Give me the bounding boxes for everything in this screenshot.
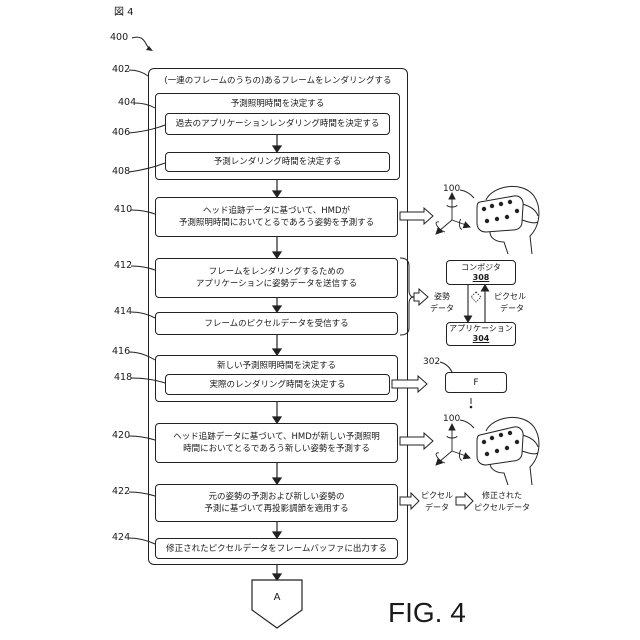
- hmd-ref-numeral-2: 100: [443, 414, 460, 424]
- figure-label: 図 4: [114, 8, 134, 18]
- pose-data-arrow-down: [465, 285, 472, 322]
- step-422-line-2: 予測に基づいて再投影調節を適用する: [204, 503, 348, 515]
- ref-numeral-406: 406: [112, 128, 130, 138]
- step-420-line-2: 時間においてとるであろう新しい姿勢を予測する: [183, 443, 370, 455]
- step-410-box: ヘッド追跡データに基づいて、HMDが 予測照明時間においてとるであろう姿勢を予測…: [155, 197, 398, 237]
- step-406-text: 過去のアプリケーションレンダリング時間を決定する: [176, 118, 380, 130]
- leader-100-a: [460, 190, 474, 198]
- step-412-line-1: フレームをレンダリングするための: [209, 266, 345, 278]
- step-412-box: フレームをレンダリングするための アプリケーションに姿勢データを送信する: [155, 258, 398, 298]
- step-424-text: 修正されたピクセルデータをフレームバッファに出力する: [166, 543, 387, 555]
- step-412-line-2: アプリケーションに姿勢データを送信する: [196, 278, 357, 290]
- compositor-ref: 308: [473, 273, 490, 283]
- ref-numeral-418: 418: [114, 373, 132, 383]
- hmd-head-illustration-1: [436, 186, 539, 254]
- arrowhead-400: [146, 46, 153, 51]
- figure-caption: FIG. 4: [388, 598, 466, 628]
- leader-400: [132, 37, 151, 50]
- ref-numeral-424: 424: [112, 533, 130, 543]
- off-page-connector: [252, 580, 302, 628]
- hmd-device: [477, 427, 523, 465]
- application-label: アプリケーション: [449, 324, 513, 334]
- hmd-device: [477, 196, 523, 232]
- head-outline: [486, 186, 539, 254]
- connector-label: A: [274, 592, 281, 604]
- step-410-line-2: 予測照明時間においてとるであろう姿勢を予測する: [179, 217, 374, 229]
- flow-arrow-to-connector: [273, 565, 281, 580]
- ref-numeral-414: 414: [114, 307, 132, 317]
- block-arrow-bracket-to-compositor: [414, 289, 428, 305]
- leader-402: [129, 70, 148, 76]
- step-420-line-1: ヘッド追跡データに基づいて、HMDが新しい予測照明: [173, 431, 380, 443]
- ref-numeral-412: 412: [114, 261, 132, 271]
- pose-data-label-line-1: 姿勢: [434, 292, 450, 302]
- step-414-box: フレームのピクセルデータを受信する: [155, 312, 398, 335]
- ref-numeral-404: 404: [118, 98, 136, 108]
- compositor-label: コンポジタ: [461, 263, 501, 273]
- hmd-sensor-dots: [482, 200, 519, 223]
- ref-numeral-408: 408: [112, 167, 130, 177]
- leader-100-b: [460, 420, 474, 428]
- hmd-head-illustration-2: [436, 417, 539, 485]
- step-420-box: ヘッド追跡データに基づいて、HMDが新しい予測照明 時間においてとるであろう新し…: [155, 423, 398, 463]
- ref-numeral-420: 420: [112, 431, 130, 441]
- hmd-ref-numeral-1: 100: [443, 184, 460, 194]
- pixel-data-arrow-up: [482, 285, 489, 322]
- step-418-text: 実際のレンダリング時間を決定する: [209, 379, 345, 391]
- output-pixel-data-line-1: ピクセル: [421, 491, 453, 501]
- application-box: アプリケーション 304: [446, 322, 516, 346]
- figure-ref-numeral: 400: [110, 33, 128, 43]
- outer-process-title: (一連のフレームのうちの)あるフレームをレンダリングする: [164, 75, 391, 87]
- compositor-box: コンポジタ 308: [446, 260, 516, 285]
- pose-data-label-line-2: データ: [430, 304, 454, 314]
- leader-302: [440, 362, 452, 372]
- exchange-diamond-marker: [471, 292, 481, 302]
- ref-numeral-422: 422: [112, 487, 130, 497]
- step-424-box: 修正されたピクセルデータをフレームバッファに出力する: [155, 538, 398, 559]
- application-ref: 304: [473, 334, 490, 344]
- ref-numeral-416: 416: [112, 347, 130, 357]
- frame-box: F: [445, 372, 507, 393]
- step-404-text: 予測照明時間を決定する: [231, 98, 325, 110]
- pose-axes-icon: [436, 424, 470, 465]
- pixel-data-label-line-2: データ: [500, 304, 524, 314]
- step-416-text: 新しい予測照明時間を決定する: [217, 360, 336, 372]
- ref-numeral-402: 402: [112, 65, 130, 75]
- step-408-text: 予測レンダリング時間を決定する: [214, 156, 342, 168]
- modified-pixel-data-line-1: 修正された: [482, 491, 522, 501]
- step-422-line-1: 元の姿勢の予測および新しい姿勢の: [208, 491, 344, 503]
- pixel-data-label-line-1: ピクセル: [494, 292, 526, 302]
- step-408-box: 予測レンダリング時間を決定する: [165, 152, 390, 172]
- frame-ref-numeral: 302: [423, 357, 440, 367]
- frame-label: F: [473, 377, 478, 389]
- block-arrow-pixel-to-modified: [456, 493, 473, 509]
- output-pixel-data-line-2: データ: [425, 503, 449, 513]
- step-410-line-1: ヘッド追跡データに基づいて、HMDが: [203, 205, 350, 217]
- pose-axes-icon: [436, 193, 470, 234]
- head-outline: [486, 417, 539, 485]
- frame-tick-mark: [470, 398, 472, 408]
- step-418-box: 実際のレンダリング時間を決定する: [165, 374, 390, 395]
- ref-numeral-410: 410: [114, 205, 132, 215]
- step-414-text: フレームのピクセルデータを受信する: [204, 318, 348, 330]
- step-406-box: 過去のアプリケーションレンダリング時間を決定する: [165, 113, 390, 135]
- hmd-sensor-dots: [482, 431, 519, 456]
- modified-pixel-data-line-2: ピクセルデータ: [474, 503, 530, 513]
- step-422-box: 元の姿勢の予測および新しい姿勢の 予測に基づいて再投影調節を適用する: [155, 484, 398, 522]
